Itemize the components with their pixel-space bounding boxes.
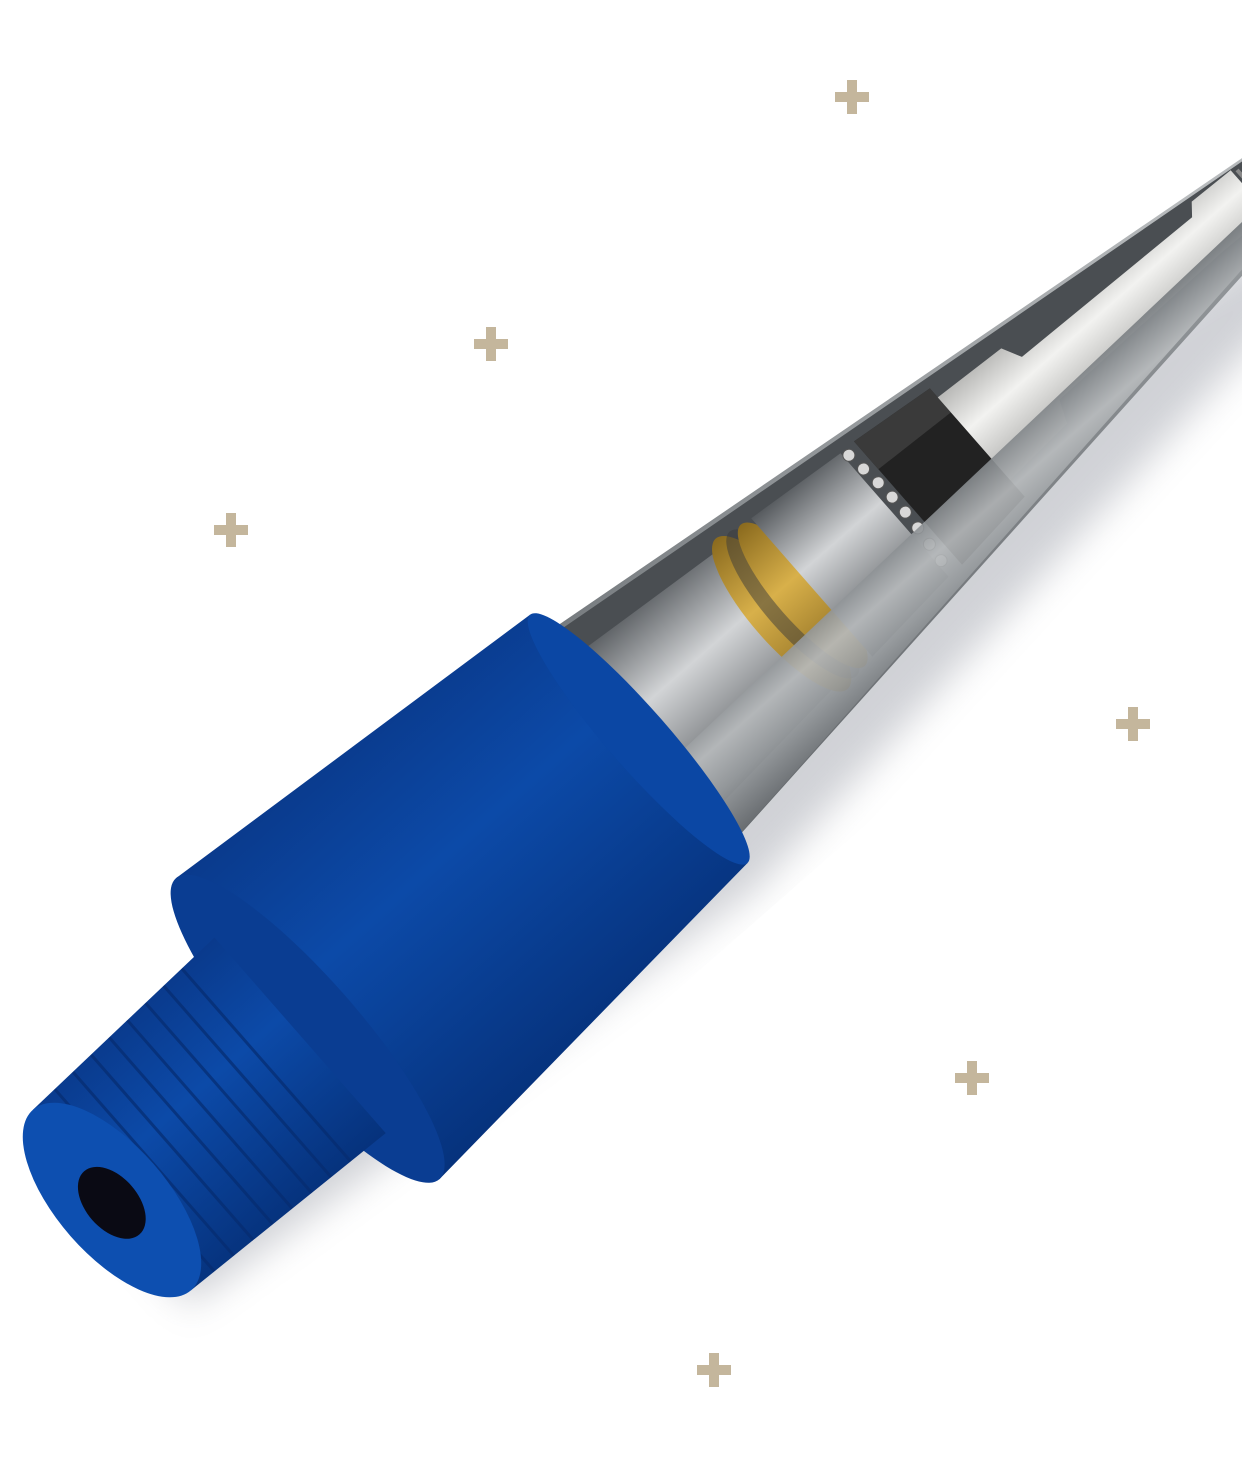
white-mandrel: [937, 170, 1242, 481]
plus-mark-icon: [1116, 707, 1150, 741]
tool-body: [22, 122, 1242, 1298]
plus-mark-icon: [955, 1061, 989, 1095]
plus-mark-icon: [835, 80, 869, 114]
plus-mark-icon: [474, 327, 508, 361]
bore-hole: [77, 1166, 146, 1239]
plus-mark-icon: [214, 513, 248, 547]
plus-mark-icon: [697, 1353, 731, 1387]
